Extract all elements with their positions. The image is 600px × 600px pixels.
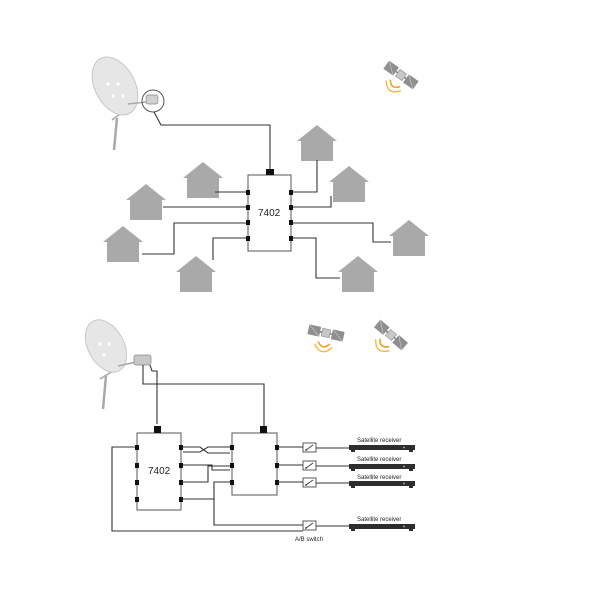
multiswitch-label: 7402 <box>148 466 171 477</box>
ab-switch-icon <box>302 442 317 453</box>
top-section: 7402 <box>91 56 429 292</box>
satellite-receiver: Satellite receiver <box>349 457 415 471</box>
multiswitch-box <box>136 432 182 511</box>
cross-cables <box>111 446 303 532</box>
house-icon <box>297 125 337 161</box>
receiver-label: Satellite receiver <box>357 457 401 463</box>
ab-switches <box>279 442 317 531</box>
satellite-dish-icon <box>84 319 152 410</box>
house-icon <box>183 162 223 198</box>
multiswitch-ports <box>246 190 293 241</box>
house-icon <box>389 220 429 256</box>
house-icon <box>126 184 166 220</box>
satellite-dish-icon <box>91 56 165 151</box>
ab-switch-label: A/B switch <box>295 537 323 543</box>
satellite-receiver: Satellite receiver <box>349 517 415 531</box>
ab-switch-icon <box>302 477 317 488</box>
ab-switch-icon <box>302 520 317 531</box>
satellite-receiver: Satellite receiver <box>349 438 415 452</box>
receiver-label: Satellite receiver <box>357 438 401 444</box>
receiver-cables <box>316 447 350 527</box>
bottom-section: 7402 <box>84 318 415 543</box>
cascade-switch-ports <box>230 445 279 485</box>
dish-cable <box>153 111 271 170</box>
house-icon <box>176 256 216 292</box>
house-cables <box>142 160 391 279</box>
multiswitch-box <box>247 174 292 252</box>
dish-cables <box>142 364 265 426</box>
house-icon <box>338 256 378 292</box>
input-port <box>260 426 267 433</box>
receiver-label: Satellite receiver <box>357 475 401 481</box>
satellite-icon <box>364 318 409 362</box>
input-port <box>154 426 161 433</box>
cascade-switch-box <box>231 432 278 496</box>
receiver-label: Satellite receiver <box>357 517 401 523</box>
satellite-icon <box>374 59 420 102</box>
multiswitch-label: 7402 <box>258 208 281 219</box>
satellite-icon <box>303 323 346 357</box>
input-port <box>266 169 274 175</box>
multiswitch-ports <box>135 445 183 502</box>
ab-switch-icon <box>302 460 317 471</box>
satellite-receiver: Satellite receiver <box>349 475 415 488</box>
house-icon <box>329 166 369 202</box>
house-icon <box>103 226 143 262</box>
